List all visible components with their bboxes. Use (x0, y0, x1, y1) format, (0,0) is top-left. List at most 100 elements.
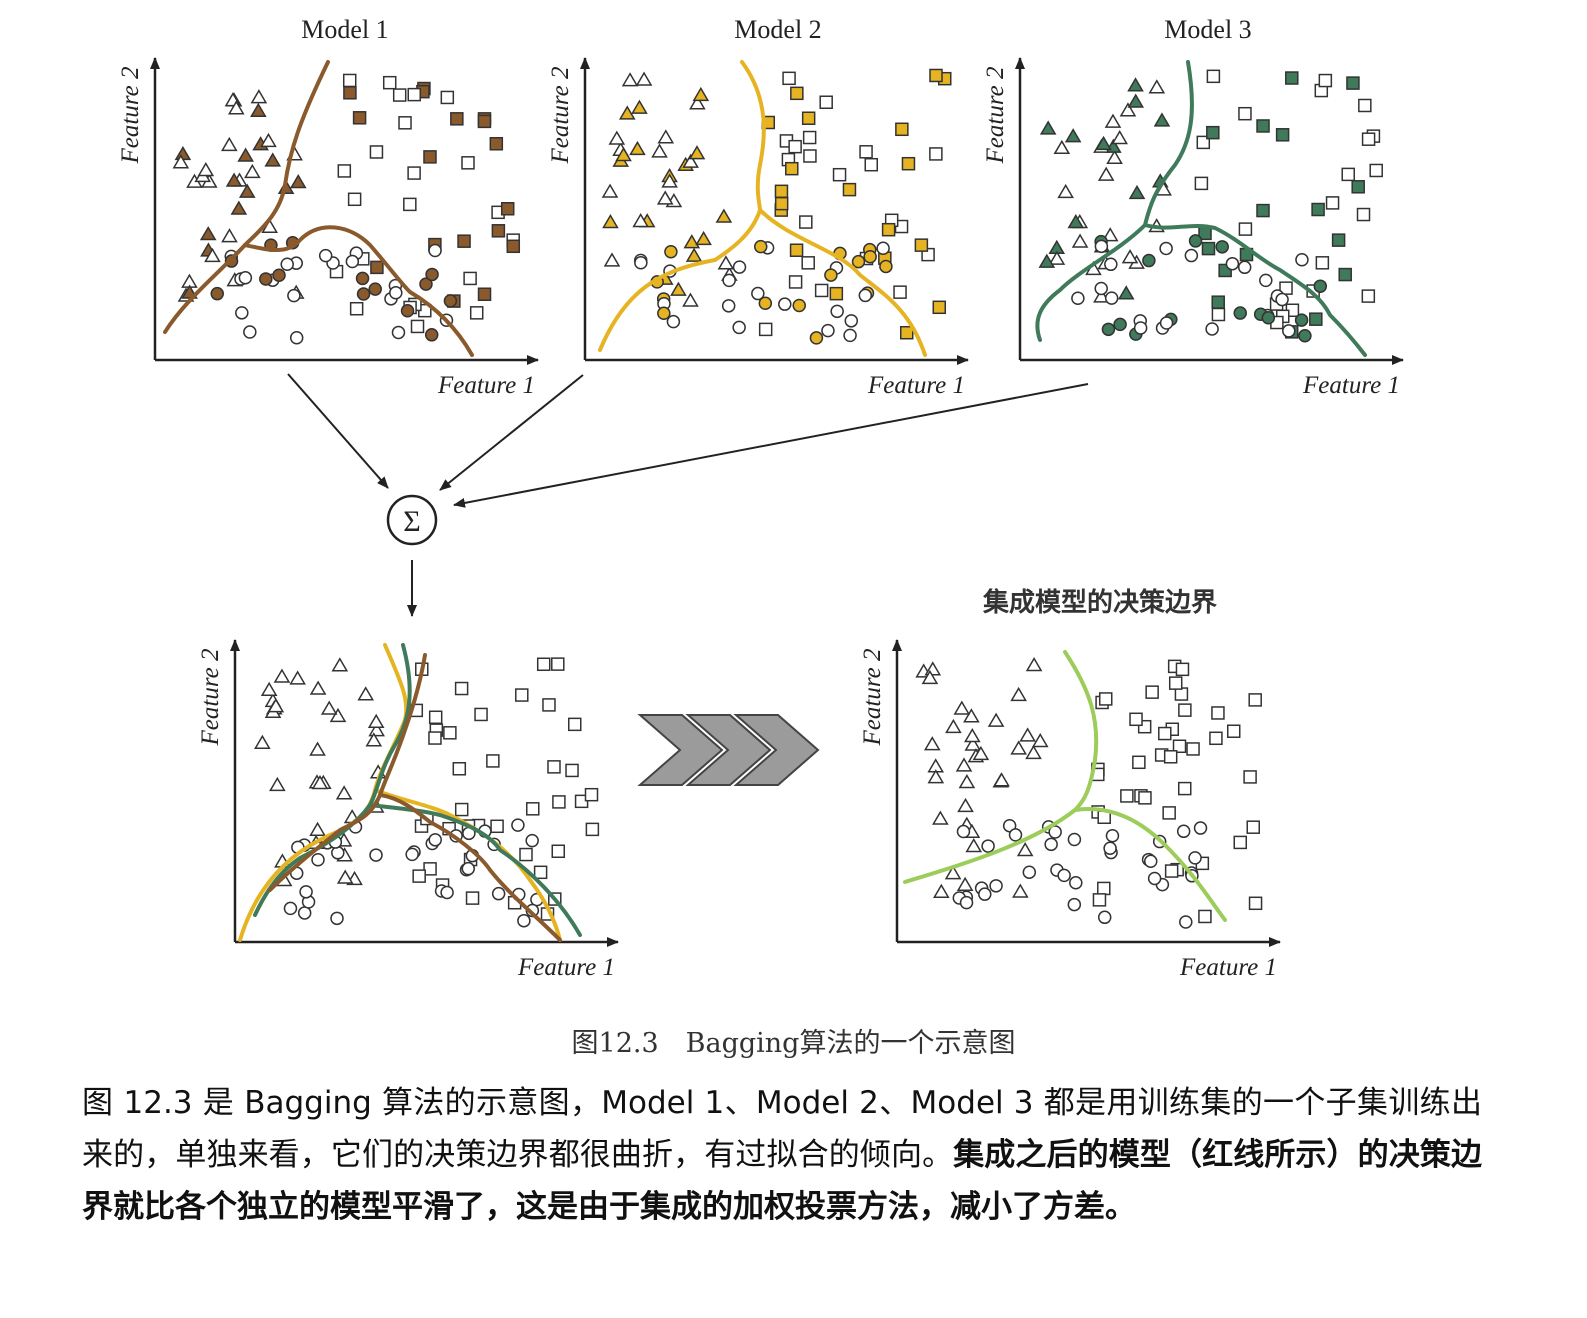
triangle-marker (987, 712, 1005, 727)
model1-boundary-upper (163, 60, 330, 334)
square-marker (1175, 662, 1190, 677)
circle-marker (1282, 324, 1296, 338)
square-marker (352, 111, 367, 125)
triangle-marker (603, 252, 621, 267)
circle-marker (758, 296, 773, 311)
square-marker (423, 150, 437, 164)
square-marker (474, 707, 488, 722)
triangle-marker (958, 774, 976, 789)
triangle-marker (331, 657, 349, 672)
circle-marker (1215, 240, 1229, 254)
circle-marker (1143, 854, 1158, 869)
model3-title: Model 3 (1164, 15, 1251, 44)
square-marker (881, 222, 896, 237)
triangle-marker (1093, 288, 1110, 303)
triangle-marker (1119, 102, 1137, 117)
triangle-marker (682, 153, 699, 168)
triangle-marker (1121, 249, 1139, 264)
triangle-marker (1031, 732, 1049, 748)
ensemble-ylabel: Feature 2 (859, 649, 886, 747)
triangle-marker (964, 736, 982, 751)
square-marker (428, 731, 442, 745)
square-marker (1201, 241, 1216, 256)
square-marker (774, 184, 789, 199)
description-bold: 集成之后的模型（红线所示）的决策边界就比各个独立的模型平滑了，这是由于集成的加权… (82, 1137, 1483, 1225)
square-marker (477, 114, 492, 129)
triangle-marker (602, 214, 619, 229)
circle-marker (1295, 252, 1309, 267)
square-marker (1206, 69, 1221, 84)
circle-marker (443, 294, 458, 308)
circle-marker (1188, 851, 1202, 865)
square-marker (469, 306, 484, 320)
square-marker (412, 869, 426, 883)
circle-marker (461, 861, 476, 876)
square-marker (585, 822, 600, 837)
model2-ylabel: Feature 2 (547, 67, 574, 165)
circle-marker (1048, 825, 1062, 839)
square-marker (407, 87, 421, 102)
circle-marker (956, 824, 971, 839)
triangle-marker (309, 741, 326, 756)
ensemble-title: 集成模型的决策边界 (982, 587, 1217, 617)
square-marker (533, 865, 548, 880)
triangle-marker (1106, 149, 1123, 164)
triangle-marker (715, 208, 733, 223)
circle-marker (1071, 291, 1085, 306)
square-marker (1256, 119, 1270, 133)
square-marker (542, 698, 556, 712)
combined-xlabel: Feature 1 (517, 954, 615, 981)
square-marker (1098, 692, 1113, 706)
triangle-marker (921, 669, 939, 685)
square-marker (1138, 791, 1152, 805)
square-marker (1163, 750, 1178, 764)
triangle-marker (689, 95, 706, 110)
circle-marker (491, 886, 506, 901)
circle-marker (1193, 821, 1208, 835)
square-marker (1331, 233, 1346, 247)
triangle-marker (250, 89, 268, 104)
triangle-marker (329, 707, 347, 723)
square-marker (1120, 789, 1134, 803)
square-marker (1097, 881, 1111, 896)
square-marker (899, 325, 914, 340)
circle-marker (1179, 915, 1193, 929)
circle-marker (1105, 828, 1120, 843)
triangle-marker (204, 247, 221, 263)
model1-ylabel: Feature 2 (117, 67, 144, 165)
circle-marker (1133, 321, 1148, 335)
triangle-marker (629, 140, 646, 156)
circle-marker (289, 330, 304, 345)
circle-marker (824, 268, 838, 282)
circle-marker (1067, 832, 1082, 847)
circle-marker (235, 306, 249, 320)
triangle-marker (615, 146, 632, 162)
square-marker (1315, 256, 1330, 270)
circle-marker (843, 328, 857, 343)
triangle-marker (1053, 139, 1071, 155)
triangle-marker (1095, 135, 1112, 151)
square-marker (465, 891, 480, 905)
triangle-marker (688, 145, 706, 160)
square-marker (1341, 167, 1355, 182)
model3-xlabel: Feature 1 (1302, 372, 1400, 399)
triangle-marker (956, 876, 974, 891)
square-marker (1243, 770, 1257, 784)
bagging-diagram: Model 1 Model 2 Model 3 集成模型的决策边界 Featur… (117, 15, 1404, 981)
circle-marker (1275, 292, 1289, 307)
circle-marker (634, 255, 648, 270)
square-marker (1209, 731, 1223, 746)
square-marker (398, 116, 412, 130)
ensemble-xlabel: Feature 1 (1179, 954, 1277, 981)
triangle-marker (923, 736, 941, 751)
square-marker (1211, 295, 1225, 309)
square-marker (932, 300, 947, 315)
triangle-marker (1128, 184, 1146, 200)
triangle-marker (367, 713, 385, 729)
square-marker (526, 802, 540, 816)
triangle-marker (260, 681, 278, 696)
circle-marker (1294, 313, 1309, 327)
square-marker (490, 819, 504, 834)
triangle-marker (311, 775, 329, 790)
square-marker (1361, 132, 1376, 146)
